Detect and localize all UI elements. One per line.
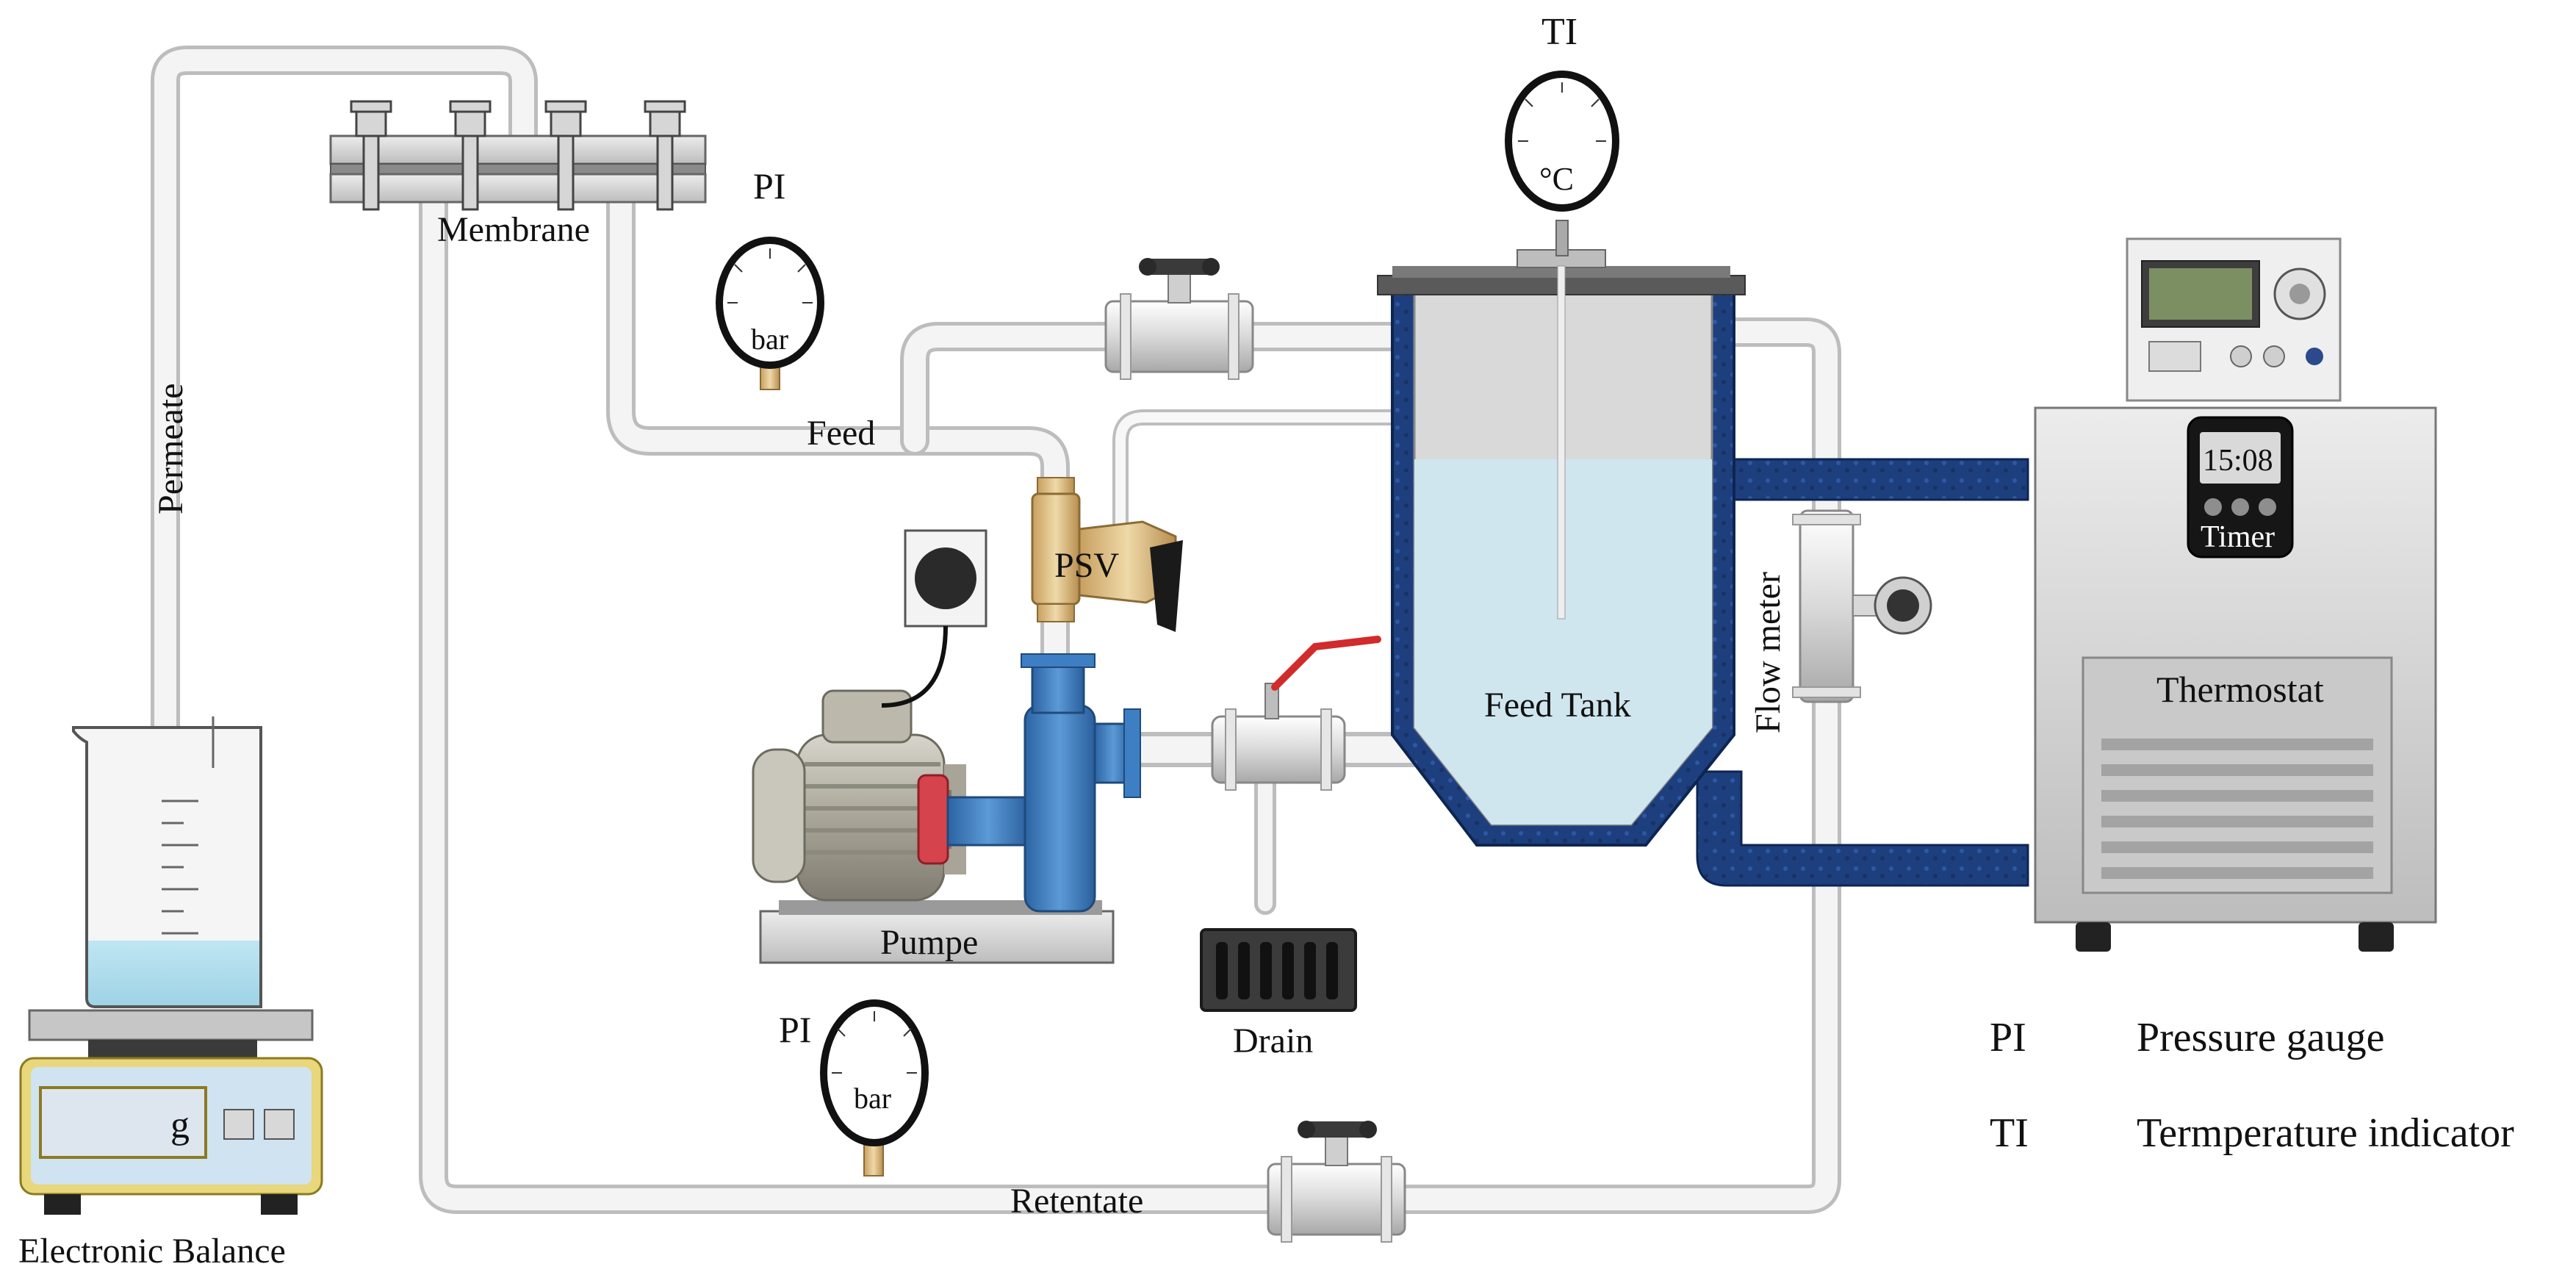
pi-top-unit: bar [751,323,788,356]
thermostat-unit [2034,237,2437,952]
drain-label: Drain [1233,1021,1313,1060]
drain-grate [1200,928,1357,1012]
legend-meaning-pi: Pressure gauge [2137,1015,2385,1060]
feed-tank-label: Feed Tank [1484,686,1631,725]
ball-valve-feed [1104,258,1254,380]
retentate-label: Retentate [1010,1182,1143,1221]
timer-device [2187,416,2294,558]
ti-unit: °C [1539,161,1574,197]
permeate-beaker [72,716,262,1008]
pressure-gauge-bottom [820,999,929,1177]
ball-valve-retentate [1267,1121,1406,1243]
feed-tank [1377,220,2029,887]
pump-label: Pumpe [880,923,978,962]
psv-label: PSV [1054,546,1119,585]
timer-label: Timer [2201,520,2275,554]
flow-meter [1792,509,1932,703]
pressure-gauge-top [716,237,824,390]
thermostat-label: Thermostat [2156,669,2324,710]
psv-valve [1031,477,1183,632]
feed-label: Feed [807,414,875,453]
flow-meter-label: Flow meter [1749,572,1788,733]
ti-label: TI [1541,11,1577,53]
electronic-balance [19,1009,323,1215]
legend-abbr-pi: PI [1990,1015,2026,1060]
electronic-balance-label: Electronic Balance [18,1232,286,1271]
legend-abbr-ti: TI [1990,1110,2029,1156]
permeate-label: Permeate [151,383,190,514]
membrane-label: Membrane [437,210,590,249]
legend-meaning-ti: Termperature indicator [2137,1110,2514,1156]
pipe-network [151,46,1841,1214]
pump-unit [752,653,1141,964]
temperature-gauge [1505,71,1619,212]
pi-top-label: PI [753,165,785,206]
timer-readout: 15:08 [2203,444,2273,478]
pump-power-switch [881,529,987,708]
balance-unit: g [170,1104,190,1146]
pi-bottom-label: PI [779,1009,811,1050]
membrane-module [329,100,707,211]
pi-bottom-unit: bar [854,1082,891,1115]
drain-valve [1211,636,1381,791]
